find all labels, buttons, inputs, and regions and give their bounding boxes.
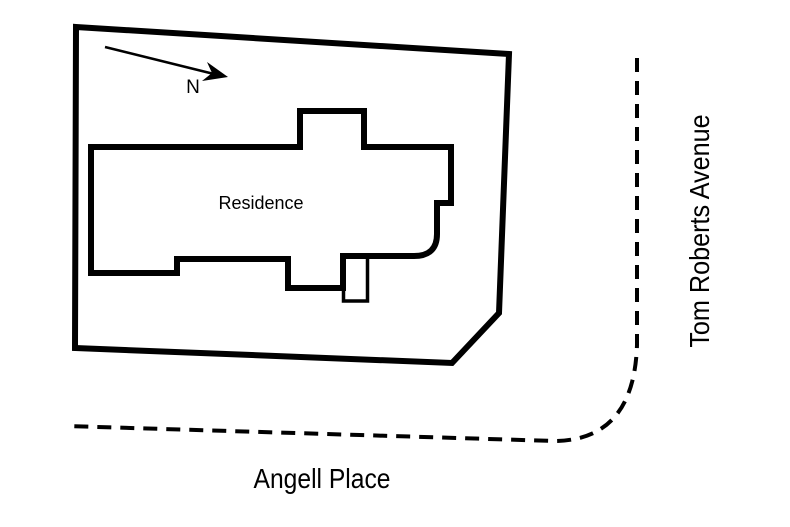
porch-outline [341, 255, 370, 303]
north-arrow-head [202, 62, 228, 81]
property-boundary-outline [71, 23, 513, 367]
residence-label: Residence [218, 193, 303, 213]
north-arrow-shaft [104, 45, 215, 76]
residence-outline [88, 108, 454, 291]
north-label: N [186, 77, 200, 98]
street-label-angell-place: Angell Place [254, 463, 391, 495]
street-label-tom-roberts-avenue: Tom Roberts Avenue [684, 114, 716, 347]
street-edge-dashed-line [65, 58, 639, 444]
